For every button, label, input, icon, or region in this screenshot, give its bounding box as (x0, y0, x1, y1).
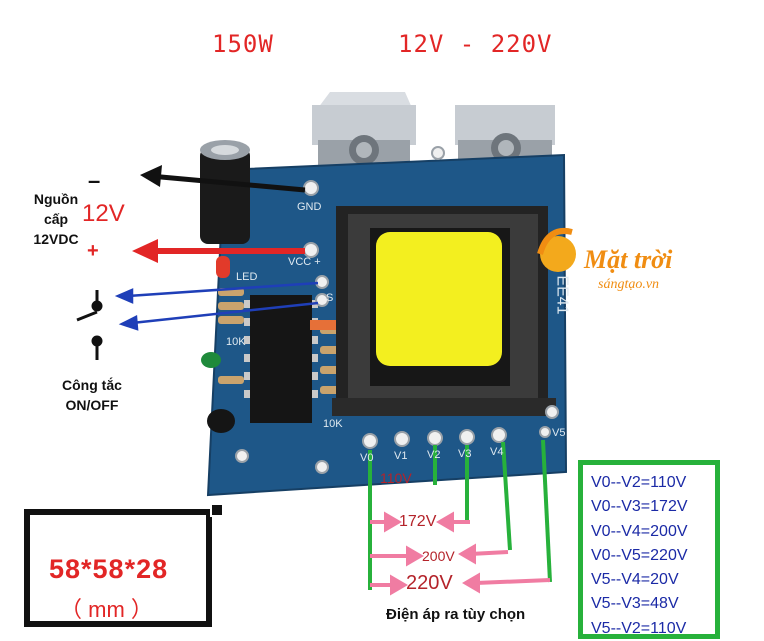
voltage-range: 12V - 220V (398, 30, 553, 58)
led (216, 256, 230, 278)
pin-v4: V4 (490, 446, 504, 458)
pin-led: LED (236, 271, 258, 283)
dimension-size: 58*58*28 (49, 554, 169, 584)
spec-list: V0--V2=110V V0--V3=172V V0--V4=200V V0--… (578, 460, 720, 639)
spec-item: V0--V4=200V (591, 522, 688, 540)
switch-symbol (76, 290, 103, 360)
plus-label: + (87, 240, 99, 262)
pin-vcc: VCC + (288, 256, 321, 268)
pin-v5: V5 (552, 427, 566, 439)
output-110v: 110V (380, 470, 412, 486)
spec-item: V5--V3=48V (591, 595, 679, 613)
dimension-unit: （ mm ） (60, 597, 153, 622)
logo-domain: sángtạo.vn (598, 277, 660, 292)
output-wires (368, 439, 552, 590)
core-marking: EE41 (553, 275, 571, 315)
output-172v: 172V (399, 513, 437, 530)
ic-chip (244, 295, 318, 423)
gnd-arrow (140, 165, 306, 193)
resistor-label-a: 10K (226, 336, 246, 348)
logo-sun-icon (537, 228, 576, 272)
output-arrows (370, 511, 551, 596)
switch-arrows (114, 281, 319, 331)
spec-item: V0--V3=172V (591, 498, 688, 516)
output-220v: 220V (406, 572, 453, 594)
resistor-label-b: 10K (323, 418, 343, 430)
pin-v1: V1 (394, 450, 408, 462)
dimension-box (24, 509, 212, 627)
pin-gnd: GND (297, 201, 322, 213)
transformer (332, 206, 556, 416)
switch-label: Công tắc ON/OFF (62, 377, 122, 413)
vcc-arrow (132, 239, 305, 263)
pin-v3: V3 (458, 448, 472, 460)
pin-v0: V0 (360, 452, 374, 464)
spec-item: V5--V2=110V (591, 619, 687, 637)
dimension-box-corner (210, 503, 224, 517)
volts-label: 12V (82, 200, 125, 227)
output-pins (362, 426, 551, 449)
spec-item: V0--V2=110V (591, 474, 687, 491)
spec-item: V5--V4=20V (591, 571, 679, 589)
output-caption: Điện áp ra tùy chọn (386, 606, 526, 623)
minus-label: – (88, 168, 101, 193)
pin-v2: V2 (427, 449, 441, 461)
pin-s: S (326, 292, 334, 304)
source-label: Nguồn cấp 12VDC (33, 191, 79, 247)
output-200v: 200V (422, 548, 455, 564)
capacitor (200, 140, 250, 244)
logo-brand: Mặt trời (584, 245, 673, 274)
power-rating: 150W (212, 30, 274, 58)
spec-item: V0--V5=220V (591, 546, 688, 564)
